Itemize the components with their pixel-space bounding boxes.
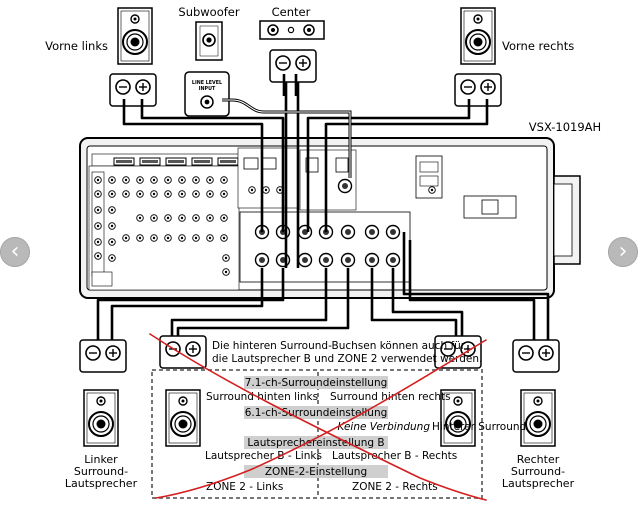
back-surround-label: Hinterer Surround [432,421,526,433]
right-surround-label-2: Surround- [511,465,565,478]
center-speaker-icon [259,20,325,40]
front-left-speaker-icon [117,7,153,65]
left-surround-terminal [79,339,127,373]
setting-71-bar [244,376,388,389]
front-right-terminal [454,73,502,107]
zone2-left-label: ZONE 2 - Links [206,481,283,493]
chevron-left-icon: ‹ [10,239,20,264]
front-left-terminal [109,73,157,107]
front-left-label: Vorne links [45,39,108,53]
surround-back-left-label: Surround hinten links [206,391,318,403]
subwoofer-label: Subwoofer [178,5,239,19]
back-left-speaker-icon [165,389,201,447]
front-right-speaker-icon [460,7,496,65]
notice-line-1: Die hinteren Surround-Buchsen können auc… [212,340,466,352]
subwoofer-input-line1: LINE LEVEL [192,80,222,86]
model-label: VSX-1019AH [529,120,601,134]
zone2-label: ZONE-2-Einstellung [265,466,367,478]
red-cross-markup [149,333,487,501]
subwoofer-input-line2: INPUT [199,86,216,92]
speaker-b-bar [244,436,388,449]
chevron-right-icon: › [618,239,628,264]
setting-71-label: 7.1-ch-Surroundeinstellung [245,377,388,389]
subwoofer-input-panel: LINE LEVEL INPUT [184,71,230,117]
center-label: Center [272,5,311,19]
subwoofer-icon [195,21,223,61]
next-button[interactable]: › [608,237,638,267]
setting-61-label: 6.1-ch-Surroundeinstellung [245,407,388,419]
receiver-back-panel [79,137,581,299]
left-surround-label-3: Lautsprecher [65,477,138,490]
center-terminal [269,49,317,83]
prev-button[interactable]: ‹ [0,237,30,267]
subwoofer-cable [222,98,352,178]
speaker-b-right-label: Lautsprecher B - Rechts [332,450,457,462]
left-surround-label-1: Linker [84,453,118,466]
back-left-terminal [159,335,207,369]
left-surround-speaker-icon [83,389,119,447]
speaker-b-label: Lautsprechereinstellung B [247,437,384,449]
settings-box [151,369,483,499]
right-surround-label-1: Rechter [517,453,560,466]
speaker-cables [96,74,550,340]
zone2-right-label: ZONE 2 - Rechts [352,481,438,493]
right-surround-terminal [512,339,560,373]
speaker-b-left-label: Lautsprecher B - Links [205,450,322,462]
notice-line-2: die Lautsprecher B und ZONE 2 verwendet … [212,353,482,365]
left-surround-label-2: Surround- [74,465,128,478]
front-right-label: Vorne rechts [502,39,574,53]
right-surround-label-3: Lautsprecher [502,477,575,490]
right-surround-speaker-icon [520,389,556,447]
no-connection-label: Keine Verbindung [337,421,430,433]
zone2-bar [244,465,388,478]
